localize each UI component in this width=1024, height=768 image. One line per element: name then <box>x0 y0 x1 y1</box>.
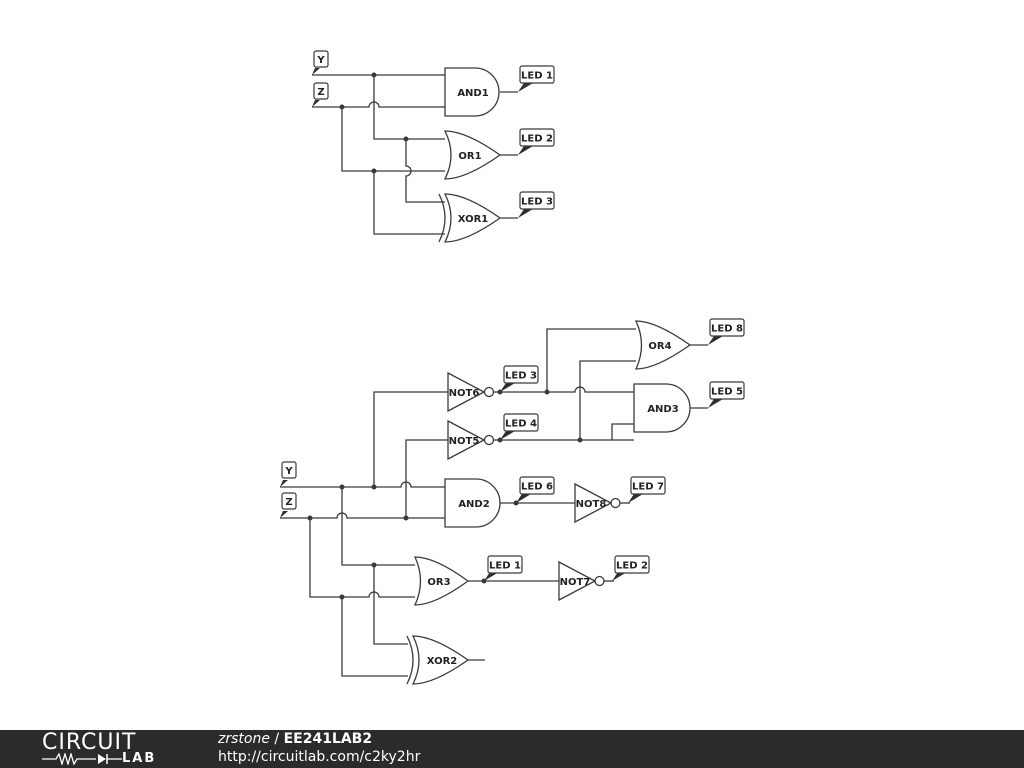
led-tag-led7[interactable]: LED 7 <box>628 476 666 503</box>
and-gate-and3[interactable]: AND3 <box>633 383 691 433</box>
led-label: LED 8 <box>711 324 743 335</box>
circuit-1: Y Z AND1 OR1 XOR1 LED 1 <box>312 50 555 243</box>
input-label-y: Y <box>316 55 325 66</box>
led-label: LED 3 <box>505 371 537 382</box>
circuit-1-wires <box>312 72 518 235</box>
circuitlab-logo[interactable]: CIRCUIT LAB <box>42 731 182 767</box>
led-tag-led6[interactable]: LED 6 <box>516 476 555 503</box>
gate-label-not8: NOT8 <box>576 499 607 510</box>
not-gate-not6[interactable]: NOT6 <box>447 371 495 413</box>
led-tag-led8[interactable]: LED 8 <box>708 318 745 345</box>
input-label-z: Z <box>317 87 324 98</box>
led-tag-led1[interactable]: LED 1 <box>518 65 555 92</box>
led-label: LED 1 <box>521 71 553 82</box>
led-label: LED 7 <box>632 482 664 493</box>
logo-text-top: CIRCUIT <box>42 730 137 755</box>
led-label: LED 1 <box>489 561 521 572</box>
author-project-line: zrstone / EE241LAB2 <box>218 731 372 748</box>
author-link[interactable]: zrstone <box>218 731 270 747</box>
footer-bar: CIRCUIT LAB zrstone / EE241LAB2 http://c… <box>0 730 1024 768</box>
or-gate-or1[interactable]: OR1 <box>443 130 502 180</box>
led-tag-led3[interactable]: LED 3 <box>518 191 555 218</box>
input-label-z: Z <box>285 497 292 508</box>
gate-label-xor2: XOR2 <box>427 656 458 667</box>
project-link[interactable]: EE241LAB2 <box>283 731 373 747</box>
gate-label-or1: OR1 <box>458 151 481 162</box>
gate-label-and1: AND1 <box>457 88 488 99</box>
logo-text-bottom: LAB <box>122 751 157 766</box>
led-label: LED 6 <box>521 482 553 493</box>
gate-label-or3: OR3 <box>427 577 450 588</box>
gate-label-not7: NOT7 <box>560 577 591 588</box>
logo-waveform-icon <box>42 753 122 765</box>
gate-label-not6: NOT6 <box>449 388 480 399</box>
led-label: LED 3 <box>521 197 553 208</box>
schematic-canvas: Y Z AND1 OR1 XOR1 LED 1 <box>280 50 745 685</box>
or-gate-or3[interactable]: OR3 <box>413 556 470 606</box>
or-gate-or4[interactable]: OR4 <box>634 320 692 370</box>
input-tag-y[interactable]: Y <box>280 461 297 487</box>
gate-label-not5: NOT5 <box>449 436 480 447</box>
gate-label-and2: AND2 <box>458 499 489 510</box>
led-label: LED 2 <box>616 561 648 572</box>
and-gate-and1[interactable]: AND1 <box>444 67 500 117</box>
led-label: LED 4 <box>505 419 537 430</box>
gate-label-or4: OR4 <box>648 341 671 352</box>
gate-label-and3: AND3 <box>647 404 678 415</box>
led-label: LED 2 <box>521 134 553 145</box>
led-tag-led2[interactable]: LED 2 <box>518 128 555 155</box>
led-tag-led4[interactable]: LED 4 <box>500 413 539 440</box>
led-label: LED 5 <box>711 387 743 398</box>
path-separator: / <box>269 731 284 747</box>
input-label-y: Y <box>284 466 293 477</box>
not-gate-not7[interactable]: NOT7 <box>558 560 605 602</box>
input-tag-y[interactable]: Y <box>312 50 329 75</box>
xor-gate-xor1[interactable]: XOR1 <box>438 193 502 243</box>
led-tag-led1[interactable]: LED 1 <box>484 555 523 581</box>
not-gate-not5[interactable]: NOT5 <box>447 419 495 461</box>
xor-gate-xor2[interactable]: XOR2 <box>406 635 470 685</box>
and-gate-and2[interactable]: AND2 <box>444 478 501 528</box>
not-gate-not8[interactable]: NOT8 <box>574 482 621 524</box>
led-tag-led2[interactable]: LED 2 <box>612 555 650 581</box>
circuit-2-wires <box>280 328 708 677</box>
input-tag-z[interactable]: Z <box>280 492 297 518</box>
circuit-url-link[interactable]: http://circuitlab.com/c2ky2hr <box>218 749 421 765</box>
gate-label-xor1: XOR1 <box>458 214 489 225</box>
circuit-2: Y Z NOT6 NOT5 OR4 AND3 <box>280 318 745 685</box>
input-tag-z[interactable]: Z <box>312 82 329 107</box>
led-tag-led3[interactable]: LED 3 <box>500 365 539 392</box>
led-tag-led5[interactable]: LED 5 <box>708 381 745 408</box>
